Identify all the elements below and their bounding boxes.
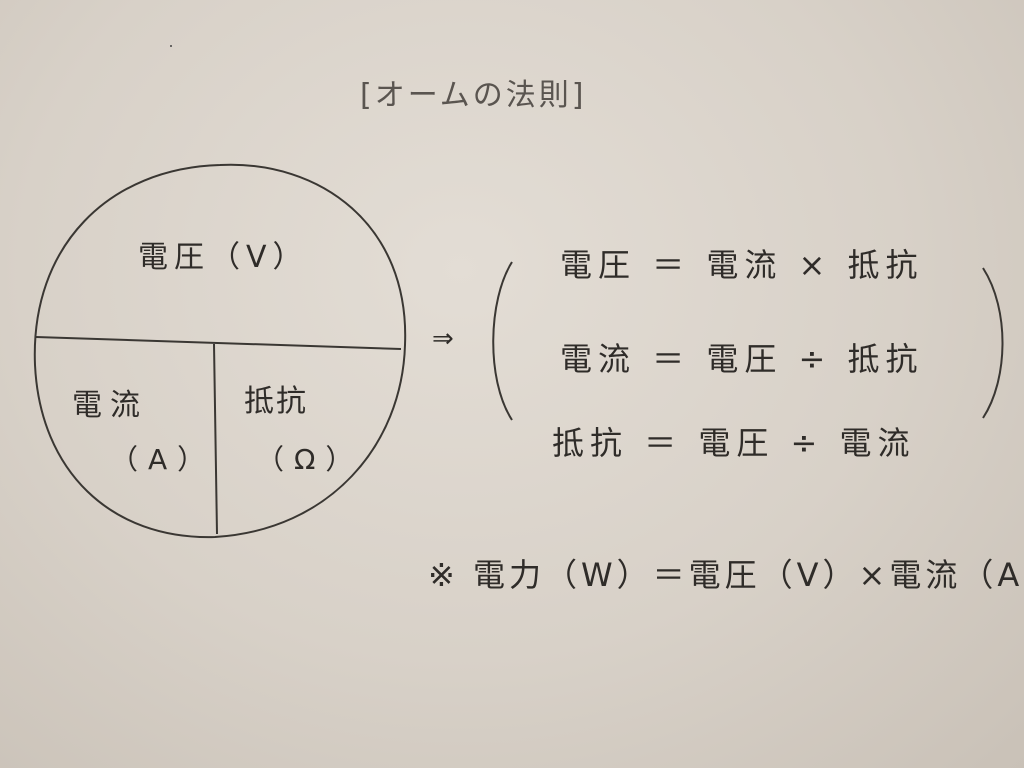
current-label: 電流: [72, 388, 148, 423]
ohm-circle-outline: [33, 163, 407, 539]
equation-voltage: 電圧 ＝ 電流 × 抵抗: [560, 246, 924, 284]
voltage-label: 電圧（V）: [138, 240, 309, 275]
horizontal-divider: [35, 336, 402, 350]
implies-arrow-icon: ⇒: [432, 324, 456, 354]
current-unit: （A）: [110, 443, 216, 476]
ink-speck: [170, 45, 172, 47]
power-note: ※ 電力（W）＝電圧（V）×電流（A）: [428, 556, 1024, 594]
left-bracket: [492, 261, 513, 421]
right-bracket: [982, 267, 1004, 419]
resistance-unit: （Ω）: [256, 443, 364, 476]
resistance-label: 抵抗: [244, 384, 308, 419]
equation-current: 電流 ＝ 電圧 ÷ 抵抗: [560, 340, 924, 378]
vertical-divider: [213, 343, 218, 535]
page-title: [オームの法則]: [360, 78, 587, 113]
equation-resistance: 抵抗 ＝ 電圧 ÷ 電流: [552, 424, 916, 462]
